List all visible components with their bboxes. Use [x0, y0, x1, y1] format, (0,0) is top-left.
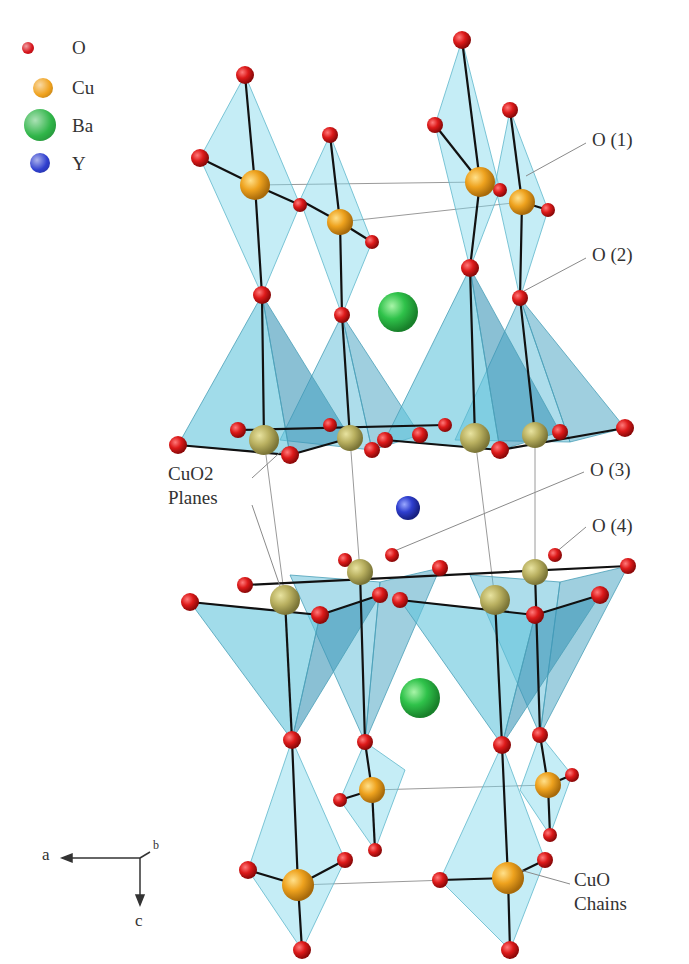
structure-label: O (2): [592, 243, 633, 267]
legend-text: O: [72, 36, 86, 60]
legend-text: Ba: [72, 114, 93, 138]
structure-label: O (3): [590, 458, 631, 482]
structure-label: CuO Chains: [574, 868, 664, 916]
legend-text: Cu: [72, 76, 94, 100]
axis-label: a: [42, 844, 50, 865]
legend-swatch: [30, 153, 50, 173]
axis-label: c: [135, 910, 143, 931]
structure-label: O (1): [592, 128, 633, 152]
axis-label: b: [153, 838, 159, 853]
legend-text: Y: [72, 152, 86, 176]
structure-label: O (4): [592, 514, 633, 538]
legend-swatch: [24, 109, 56, 141]
structure-label: CuO2 Planes: [168, 462, 250, 510]
legend-swatch: [33, 78, 53, 98]
legend-swatch: [22, 42, 34, 54]
